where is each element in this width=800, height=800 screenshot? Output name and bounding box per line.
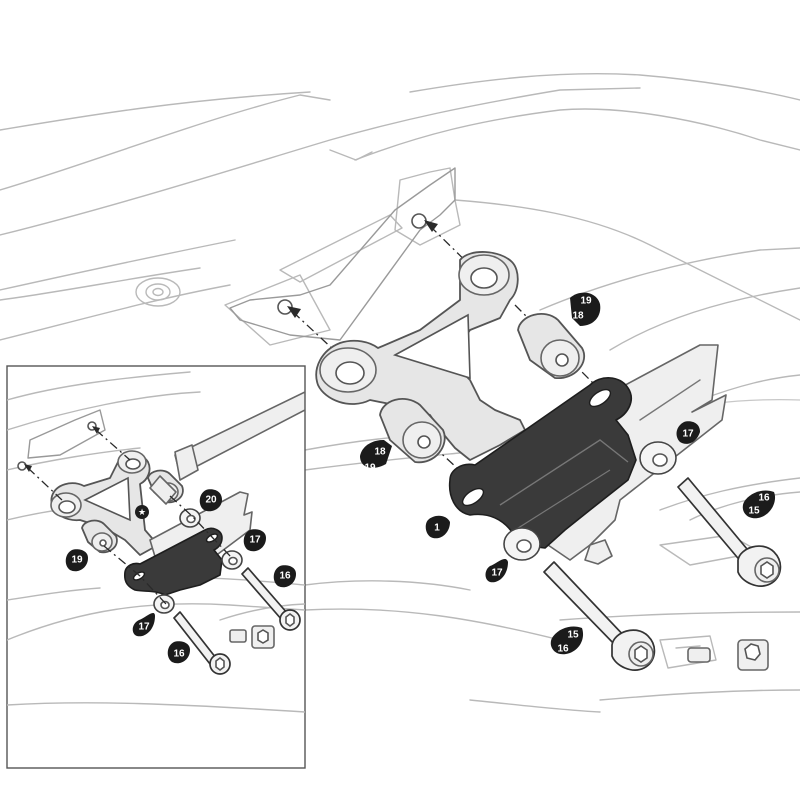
star-marker-icon (135, 505, 149, 519)
inset-callout-spacer-number: 19 (71, 555, 83, 566)
inset-callout-right-washer: 17 (243, 529, 266, 552)
callout-right-washer-number: 17 (682, 429, 694, 440)
inset-callout-right-bolt: 16 (273, 565, 296, 588)
callout-plate-number: 1 (434, 523, 440, 534)
callout-center-bolt-upper: 15 (567, 630, 579, 641)
callout-badge-icon (167, 641, 190, 664)
bolt-right (677, 477, 782, 587)
inset-callout-left-bolt: 16 (167, 641, 190, 664)
inset-callout-pin-number: 20 (205, 495, 217, 506)
callout-right-bolt-upper: 16 (758, 493, 770, 504)
callout-right-washer: 17 (676, 421, 700, 444)
callout-badge-icon (550, 626, 584, 655)
callout-badge-icon (132, 612, 155, 637)
callout-left-spacer-upper: 18 (374, 447, 386, 458)
callout-badge-icon (485, 558, 508, 583)
callout-badge-icon (199, 489, 222, 512)
bolt-center (543, 561, 656, 671)
callout-badge-icon (243, 529, 266, 552)
inset-callout-right-washer-number: 17 (249, 535, 261, 546)
motorcycle-body-outline (0, 72, 800, 713)
callout-top-spacer-lower: 18 (572, 311, 584, 322)
svg-text:★: ★ (138, 508, 146, 518)
main-bracket (315, 251, 526, 461)
spacer-top-right (517, 313, 585, 379)
inset-callout-right-bolt-number: 16 (279, 571, 291, 582)
callout-badge-icon (65, 549, 88, 572)
callout-center-bolt: 15 16 (550, 626, 584, 655)
callout-badge-icon (360, 440, 392, 468)
mounting-plate-dark (448, 377, 637, 549)
callout-left-spacer: 18 19 (360, 440, 392, 474)
callout-right-bolt: 16 15 (742, 490, 776, 519)
callout-top-spacer: 19 18 (570, 292, 601, 326)
inset-callout-spacer: 19 (65, 549, 88, 572)
inset-callout-left-washer: 17 (132, 612, 155, 637)
frame-mounting-plate (229, 167, 456, 341)
inset-callout-left-bolt-number: 16 (173, 649, 185, 660)
callout-left-spacer-lower: 19 (364, 463, 376, 474)
callout-right-bolt-lower: 15 (748, 506, 760, 517)
washer-right (639, 441, 677, 475)
spacer-left (379, 398, 446, 464)
callout-badge-icon (273, 565, 296, 588)
callout-center-washer-number: 17 (491, 568, 503, 579)
callout-center-bolt-lower: 16 (557, 644, 569, 655)
callout-top-spacer-upper: 19 (580, 296, 592, 307)
callout-badge-icon (425, 515, 450, 539)
inset-callout-left-washer-number: 17 (138, 622, 150, 633)
callout-badge-icon (742, 490, 776, 519)
inset-detail-panel: ★ 20 19 (6, 365, 306, 769)
callout-badge-icon (676, 421, 700, 444)
washer-center (503, 527, 541, 561)
inset-callout-pin: 20 (199, 489, 222, 512)
callout-plate: 1 (425, 515, 450, 539)
callout-badge-icon (570, 292, 601, 326)
callout-center-washer: 17 (485, 558, 508, 583)
